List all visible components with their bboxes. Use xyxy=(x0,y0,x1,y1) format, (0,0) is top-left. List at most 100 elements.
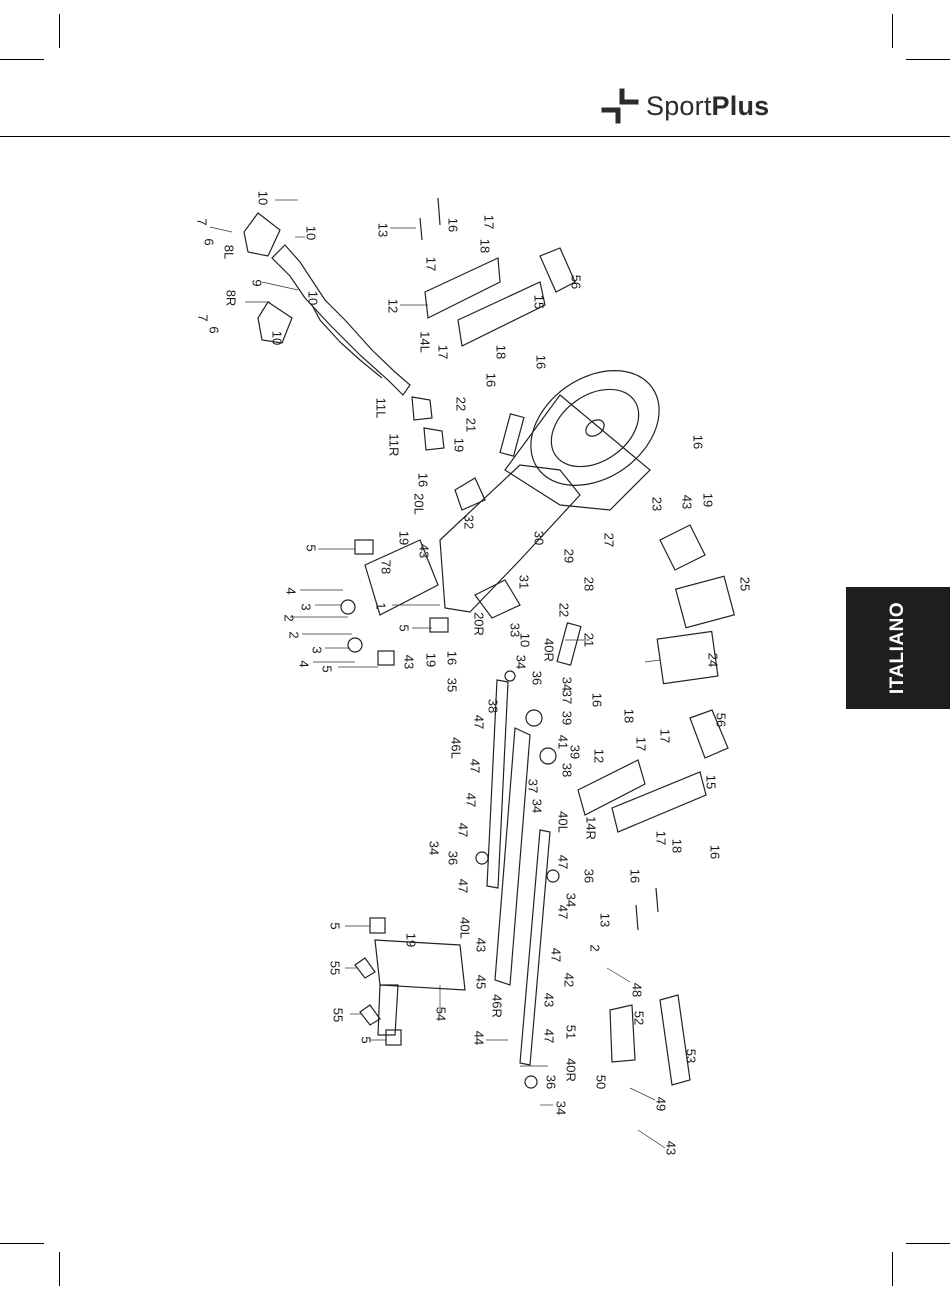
part-label-41: 41 xyxy=(556,735,571,749)
part-label-14r: 14R xyxy=(584,816,599,840)
part-label-16: 16 xyxy=(484,373,499,387)
part-25-console-bracket xyxy=(674,575,736,629)
part-label-14l: 14L xyxy=(418,331,433,353)
part-label-78: 78 xyxy=(379,560,394,574)
part-label-39: 39 xyxy=(568,745,583,759)
part-8r-bracket xyxy=(257,301,293,344)
part-label-34: 34 xyxy=(530,799,545,813)
part-label-22: 22 xyxy=(557,603,572,617)
part-label-17: 17 xyxy=(658,729,673,743)
part-3-wheel xyxy=(340,599,356,615)
brand-name-bold: Plus xyxy=(711,91,770,121)
part-label-43: 43 xyxy=(664,1141,679,1155)
crop-mark-br-h xyxy=(906,1243,950,1244)
part-8l-bracket xyxy=(243,212,281,257)
part-label-17: 17 xyxy=(654,831,669,845)
part-label-51: 51 xyxy=(564,1025,579,1039)
crop-mark-tl-h xyxy=(0,59,44,60)
part-label-47: 47 xyxy=(542,1029,557,1043)
part-39-roller xyxy=(525,709,543,727)
part-label-29: 29 xyxy=(562,549,577,563)
part-label-6: 6 xyxy=(202,238,217,245)
part-13-bolt xyxy=(419,217,423,241)
part-label-49: 49 xyxy=(654,1097,669,1111)
part-label-36: 36 xyxy=(446,851,461,865)
part-14r-pedal xyxy=(611,771,707,833)
part-label-43: 43 xyxy=(542,993,557,1007)
part-5-end-cap xyxy=(369,917,386,934)
part-label-22: 22 xyxy=(454,397,469,411)
part-5-end-cap xyxy=(354,539,374,555)
part-13-bolt xyxy=(437,197,441,226)
part-13-bolt xyxy=(635,904,639,931)
part-label-16: 16 xyxy=(708,845,723,859)
part-56-pedal-top xyxy=(539,247,576,293)
part-label-10: 10 xyxy=(304,226,319,240)
part-54-rear-stabilizer xyxy=(374,939,466,991)
part-label-5: 5 xyxy=(359,1036,374,1043)
part-label-47: 47 xyxy=(456,823,471,837)
part-label-16: 16 xyxy=(416,473,431,487)
part-5-end-cap xyxy=(385,1029,402,1046)
part-label-47: 47 xyxy=(456,879,471,893)
part-label-28: 28 xyxy=(582,577,597,591)
part-label-16: 16 xyxy=(691,435,706,449)
part-14l-pedal xyxy=(457,281,546,347)
part-label-17: 17 xyxy=(436,345,451,359)
part-23-post xyxy=(659,524,706,571)
part-label-54: 54 xyxy=(434,1007,449,1021)
part-56-pedal-bottom xyxy=(689,709,729,759)
part-label-36: 36 xyxy=(544,1075,559,1089)
part-label-20r: 20R xyxy=(472,612,487,636)
part-label-9: 9 xyxy=(250,279,265,286)
part-53-seat xyxy=(659,994,691,1086)
part-label-47: 47 xyxy=(464,793,479,807)
leader-9 xyxy=(261,281,299,291)
part-label-3: 3 xyxy=(310,646,325,653)
part-36-roller xyxy=(524,1075,538,1089)
part-label-24: 24 xyxy=(706,653,721,667)
leader-48 xyxy=(606,967,631,983)
part-label-17: 17 xyxy=(424,257,439,271)
part-label-33: 33 xyxy=(508,623,523,637)
part-label-47: 47 xyxy=(556,855,571,869)
part-label-40l: 40L xyxy=(556,811,571,833)
crop-mark-tr-h xyxy=(906,59,950,60)
part-label-34: 34 xyxy=(560,677,575,691)
brand-name-regular: Sport xyxy=(646,91,712,121)
part-label-16: 16 xyxy=(628,869,643,883)
part-21-tube-upper xyxy=(499,413,525,457)
part-label-15: 15 xyxy=(532,295,547,309)
part-label-20l: 20L xyxy=(412,493,427,515)
part-55-foot xyxy=(354,957,376,979)
part-3-wheel xyxy=(347,637,363,653)
part-label-34: 34 xyxy=(514,655,529,669)
part-label-3: 3 xyxy=(299,603,314,610)
part-12-lower-frame xyxy=(577,759,646,816)
part-label-10: 10 xyxy=(306,291,321,305)
crop-mark-bl-v xyxy=(59,1252,60,1286)
part-label-39: 39 xyxy=(560,711,575,725)
part-46r-side-rail xyxy=(519,829,551,1066)
part-label-40r: 40R xyxy=(564,1058,579,1082)
part-label-10: 10 xyxy=(256,191,271,205)
part-11r-endcap xyxy=(423,427,445,451)
part-label-42: 42 xyxy=(562,973,577,987)
language-tab: ITALIANO xyxy=(846,587,950,709)
part-label-18: 18 xyxy=(494,345,509,359)
part-label-1: 1 xyxy=(374,602,389,609)
part-label-5: 5 xyxy=(397,624,412,631)
part-label-4: 4 xyxy=(284,587,299,594)
part-label-19: 19 xyxy=(424,653,439,667)
part-label-55: 55 xyxy=(331,1008,346,1022)
part-label-11r: 11R xyxy=(387,434,402,457)
part-label-46l: 46L xyxy=(449,737,464,759)
part-36-roller xyxy=(475,851,489,865)
part-label-37: 37 xyxy=(560,690,575,704)
part-label-7: 7 xyxy=(195,218,210,225)
part-label-2: 2 xyxy=(287,631,302,638)
part-label-32: 32 xyxy=(462,515,477,529)
part-55-foot xyxy=(359,1004,381,1026)
